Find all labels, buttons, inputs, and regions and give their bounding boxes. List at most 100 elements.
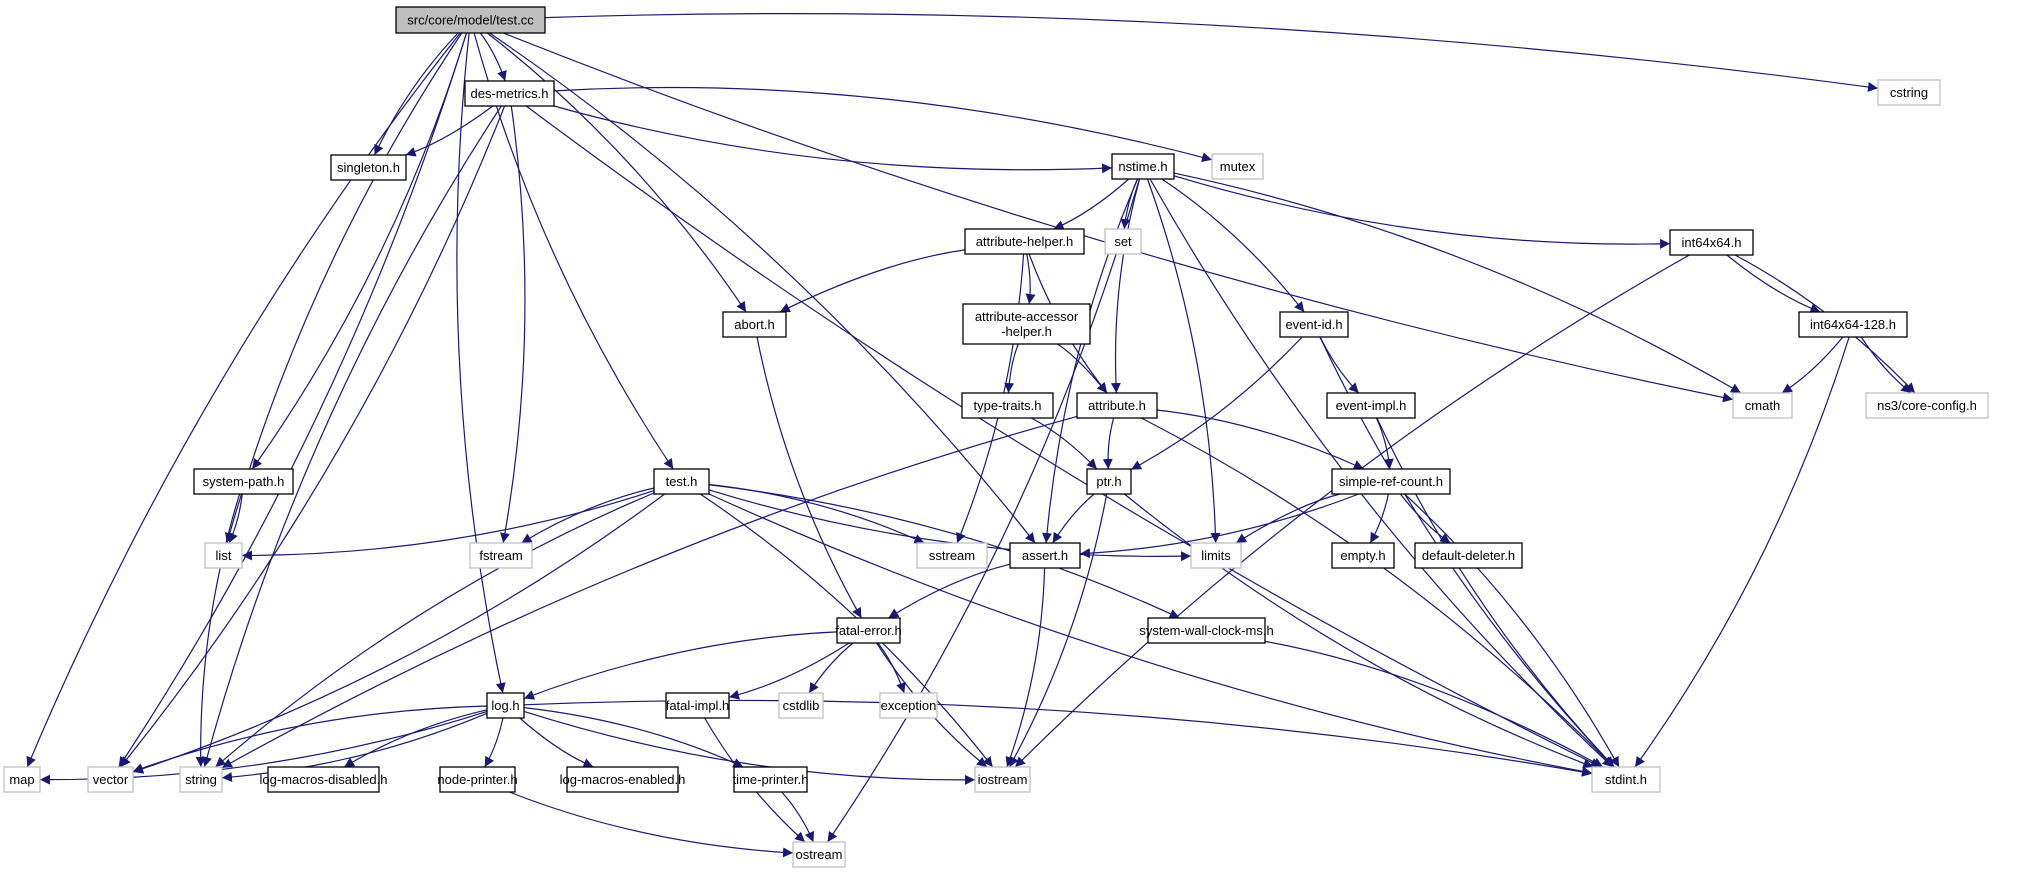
node-box bbox=[464, 80, 555, 107]
node-abort[interactable]: abort.h bbox=[722, 311, 787, 338]
edge-line bbox=[519, 717, 594, 768]
node-nstime[interactable]: nstime.h bbox=[1111, 153, 1175, 180]
edge-line bbox=[1161, 178, 1305, 313]
edge-des-metrics-to-mutex bbox=[553, 86, 1213, 163]
node-label: cstring bbox=[1890, 85, 1928, 100]
node-ptr[interactable]: ptr.h bbox=[1086, 468, 1132, 495]
node-box bbox=[1009, 542, 1081, 569]
node-test-h[interactable]: test.h bbox=[653, 468, 710, 495]
edge-simple-ref-count-to-stdint bbox=[1404, 493, 1620, 768]
edge-line bbox=[343, 709, 488, 768]
node-empty[interactable]: empty.h bbox=[1331, 542, 1395, 569]
edge-line bbox=[1004, 343, 1019, 394]
node-box bbox=[879, 692, 938, 719]
edge-line bbox=[1634, 336, 1850, 768]
node-label: cmath bbox=[1745, 398, 1780, 413]
node-attribute-accessor-helper[interactable]: attribute-accessor-helper.h bbox=[962, 303, 1091, 345]
node-label: set bbox=[1114, 234, 1132, 249]
node-label: event-impl.h bbox=[1336, 398, 1407, 413]
node-label: system-wall-clock-ms.h bbox=[1139, 623, 1273, 638]
node-int64x64[interactable]: int64x64.h bbox=[1669, 229, 1754, 256]
node-box bbox=[193, 468, 294, 495]
node-log-macros-disabled[interactable]: log-macros-disabled.h bbox=[260, 766, 388, 793]
node-log[interactable]: log.h bbox=[486, 692, 525, 719]
node-label: int64x64.h bbox=[1682, 235, 1742, 250]
node-int64x64-128[interactable]: int64x64-128.h bbox=[1798, 311, 1908, 338]
edge-test-h-to-system-wall-clock-ms bbox=[708, 484, 1180, 619]
edge-line bbox=[509, 791, 794, 858]
node-box bbox=[916, 542, 988, 569]
edge-line bbox=[1079, 493, 1359, 559]
edge-nstime-to-attribute bbox=[1110, 178, 1141, 394]
node-system-wall-clock-ms[interactable]: system-wall-clock-ms.h bbox=[1139, 617, 1274, 644]
node-test-cc[interactable]: src/core/model/test.cc bbox=[395, 6, 546, 34]
edge-line bbox=[202, 105, 502, 768]
edge-line bbox=[1102, 417, 1115, 470]
node-singleton[interactable]: singleton.h bbox=[330, 154, 407, 181]
edge-line bbox=[1141, 417, 1615, 768]
edges-layer bbox=[26, 12, 1916, 858]
edge-test-cc-to-cstring bbox=[544, 12, 1879, 92]
node-attribute[interactable]: attribute.h bbox=[1076, 392, 1158, 419]
node-label: singleton.h bbox=[337, 160, 400, 175]
node-default-deleter[interactable]: default-deleter.h bbox=[1414, 542, 1523, 569]
edge-test-h-to-stdint bbox=[708, 493, 1593, 777]
edge-line bbox=[525, 105, 1601, 768]
edge-simple-ref-count-to-limits bbox=[1235, 493, 1341, 544]
edge-line bbox=[1110, 178, 1141, 394]
node-time-printer[interactable]: time-printer.h bbox=[733, 766, 809, 793]
edge-line bbox=[1053, 178, 1130, 230]
node-simple-ref-count[interactable]: simple-ref-count.h bbox=[1331, 468, 1451, 495]
edge-line bbox=[1156, 409, 1364, 470]
node-event-id[interactable]: event-id.h bbox=[1279, 311, 1349, 338]
node-node-printer[interactable]: node-printer.h bbox=[437, 766, 518, 793]
edge-attribute-to-ptr bbox=[1102, 417, 1115, 470]
edge-log-to-log-macros-disabled bbox=[343, 709, 488, 768]
node-event-impl[interactable]: event-impl.h bbox=[1326, 392, 1416, 419]
node-assert[interactable]: assert.h bbox=[1009, 542, 1081, 569]
edge-attribute-helper-to-attribute-accessor-helper bbox=[1025, 253, 1036, 305]
edge-assert-to-iostream bbox=[1005, 567, 1046, 768]
node-attribute-helper[interactable]: attribute-helper.h bbox=[964, 228, 1085, 255]
edge-des-metrics-to-stdint bbox=[525, 105, 1601, 768]
edge-attribute-to-stdint bbox=[1141, 417, 1615, 768]
node-des-metrics[interactable]: des-metrics.h bbox=[464, 80, 555, 107]
node-box bbox=[1104, 228, 1142, 255]
node-fatal-impl[interactable]: fatal-impl.h bbox=[665, 692, 730, 719]
edge-test-cc-to-system-path bbox=[251, 32, 468, 470]
node-label: exception bbox=[881, 698, 937, 713]
node-label: fatal-error.h bbox=[835, 623, 901, 638]
node-box bbox=[1147, 617, 1266, 644]
node-box bbox=[204, 542, 243, 569]
edge-attribute-to-string bbox=[221, 415, 1078, 769]
edge-simple-ref-count-to-empty bbox=[1369, 493, 1389, 544]
edge-attribute-accessor-helper-to-attribute bbox=[1057, 343, 1108, 394]
edge-des-metrics-to-string bbox=[202, 105, 502, 768]
edge-line bbox=[26, 32, 461, 768]
edge-event-id-to-event-impl bbox=[1319, 336, 1360, 394]
node-fatal-error[interactable]: fatal-error.h bbox=[835, 617, 902, 644]
node-label: time-printer.h bbox=[733, 772, 809, 787]
edge-line bbox=[405, 105, 494, 157]
edge-test-h-to-limits bbox=[708, 489, 1192, 562]
edge-nstime-to-cmath bbox=[1173, 172, 1742, 394]
edge-int64x64-128-to-stdint bbox=[1634, 336, 1850, 768]
node-label: fatal-impl.h bbox=[666, 698, 730, 713]
node-system-path[interactable]: system-path.h bbox=[193, 468, 294, 495]
edge-log-to-iostream bbox=[523, 710, 976, 785]
node-box bbox=[1086, 468, 1132, 495]
node-box bbox=[1326, 392, 1416, 419]
node-log-macros-enabled[interactable]: log-macros-enabled.h bbox=[560, 766, 686, 793]
node-type-traits[interactable]: type-traits.h bbox=[961, 392, 1054, 419]
node-label: src/core/model/test.cc bbox=[407, 13, 534, 28]
node-iostream: iostream bbox=[974, 766, 1031, 793]
edge-log-to-time-printer bbox=[523, 707, 744, 768]
node-box bbox=[1190, 542, 1242, 569]
node-fstream: fstream bbox=[469, 542, 533, 569]
edge-test-cc-to-log bbox=[456, 32, 506, 694]
edge-int64x64-128-to-core-config bbox=[1860, 336, 1912, 394]
node-label: ns3/core-config.h bbox=[1877, 398, 1977, 413]
edge-line bbox=[1008, 493, 1108, 768]
node-cmath: cmath bbox=[1732, 392, 1793, 419]
